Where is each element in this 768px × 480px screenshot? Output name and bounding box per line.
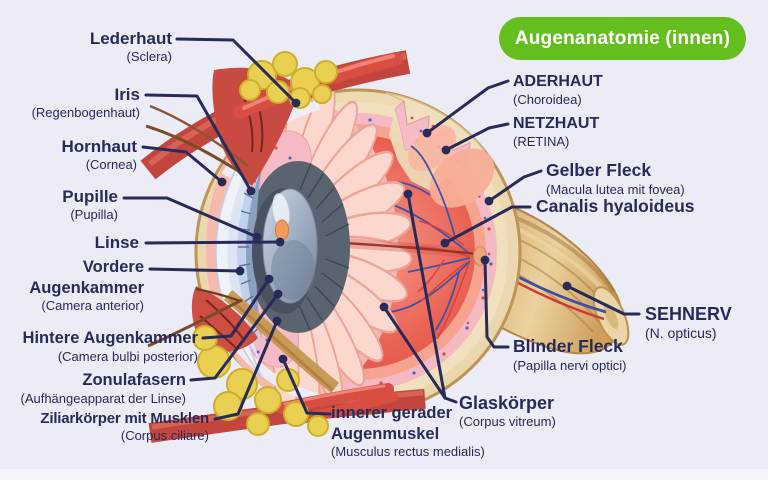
label-title-augenmuskel: innerer gerader Augenmuskel (331, 404, 453, 443)
label-sub-vordere-augenkammer: (Camera anterior) (41, 298, 144, 313)
label-sub-pupille: (Pupilla) (70, 207, 118, 222)
title-badge-label: Augenanatomie (innen) (514, 27, 731, 49)
connector-dot-iris (246, 186, 256, 196)
label-sub-hornhaut: (Cornea) (85, 157, 137, 172)
label-title-netzhaut: NETZHAUT (513, 115, 600, 132)
label-gelber-fleck: Gelber Fleck(Macula lutea mit fovea) (546, 160, 685, 198)
connector-canalis-hyaloideus (443, 205, 532, 245)
title-badge: Augenanatomie (innen) (499, 17, 746, 60)
lens (262, 188, 318, 304)
orbital-fat-upper (239, 51, 338, 109)
label-blinder-fleck: Blinder Fleck(Papilla nervi optici) (513, 336, 626, 374)
label-linse: Linse (95, 232, 139, 253)
connector-dot-vordere-augenkammer (235, 266, 245, 276)
label-lederhaut: Lederhaut(Sclera) (90, 28, 172, 65)
label-sub-ziliarkoerper: (Corpus ciliare) (120, 428, 209, 443)
label-title-gelber-fleck: Gelber Fleck (546, 160, 652, 180)
connector-iris (144, 93, 253, 193)
label-title-ziliarkoerper: Ziliarkörper mit Musklen (40, 410, 209, 427)
label-title-aderhaut: ADERHAUT (513, 73, 603, 90)
connector-vordere-augenkammer (148, 267, 242, 273)
connector-dot-hintere-augenkammer (264, 274, 274, 284)
label-title-zonulafasern: Zonulafasern (82, 371, 186, 389)
connector-dot-hornhaut (217, 177, 227, 187)
label-netzhaut: NETZHAUT (RETINA) (513, 114, 599, 150)
connector-dot-glaskoerper (403, 189, 413, 199)
vessel-strands (145, 104, 249, 348)
label-title-lederhaut: Lederhaut (89, 29, 172, 48)
connector-sehnerv (565, 284, 641, 316)
connector-netzhaut (444, 122, 510, 152)
connector-linse (144, 240, 282, 245)
connector-dot-pupille (252, 232, 262, 242)
connector-dot-ziliarkoerper (272, 316, 282, 326)
label-sub-blinder-fleck: (Papilla nervi optici) (513, 357, 627, 373)
label-vordere-augenkammer: Vordere Augenkammer(Camera anterior) (29, 257, 144, 314)
connector-zonulafasern (189, 292, 280, 382)
connector-dot-aderhaut (422, 128, 432, 138)
label-sub-aderhaut: (Choroidea) (513, 92, 582, 107)
label-iris: Iris(Regenbogenhaut) (32, 84, 140, 121)
connector-hornhaut (141, 145, 224, 184)
connector-dot-canalis-hyaloideus (440, 238, 450, 248)
connector-gelber-fleck (487, 169, 543, 203)
label-title-iris: Iris (114, 85, 140, 104)
label-sub-hintere-augenkammer: (Camera bulbi posterior) (57, 348, 198, 364)
label-sub-sehnerv: (N. opticus) (645, 325, 717, 341)
connector-aderhaut (425, 79, 510, 135)
connector-ziliarkoerper (213, 319, 279, 421)
label-title-sehnerv: SEHNERV (645, 304, 732, 324)
label-title-vordere-augenkammer: Vordere Augenkammer (29, 258, 144, 297)
connector-dot-zonulafasern (273, 289, 283, 299)
label-sub-lederhaut: (Sclera) (126, 49, 172, 64)
label-title-hintere-augenkammer: Hintere Augenkammer (22, 329, 198, 347)
label-title-canalis-hyaloideus: Canalis hyaloideus (536, 196, 695, 216)
connector-dot-glaskoerper (379, 302, 389, 312)
cutaway-wall-steps (385, 92, 495, 208)
label-pupille: Pupille(Pupilla) (62, 186, 118, 223)
lens-reflection-spot (275, 219, 289, 241)
label-title-hornhaut: Hornhaut (61, 137, 137, 156)
label-sub-netzhaut: (RETINA) (513, 134, 570, 149)
bottom-edge-highlight (0, 469, 768, 480)
connector-dot-lederhaut (291, 98, 301, 108)
label-title-blinder-fleck: Blinder Fleck (513, 336, 623, 356)
connector-dot-sehnerv (562, 281, 572, 291)
label-title-pupille: Pupille (62, 187, 118, 206)
connector-dot-gelber-fleck (484, 196, 494, 206)
label-ziliarkoerper: Ziliarkörper mit Musklen(Corpus ciliare) (40, 409, 209, 444)
label-hornhaut: Hornhaut(Cornea) (61, 136, 137, 173)
connector-dot-netzhaut (441, 145, 451, 155)
label-sub-glaskoerper: (Corpus vitreum) (459, 414, 556, 429)
connector-layer (122, 37, 641, 421)
label-zonulafasern: Zonulafasern(Aufhängeapparat der Linse) (20, 370, 186, 407)
orbital-fat-lower (192, 325, 329, 437)
label-canalis-hyaloideus: Canalis hyaloideus (536, 196, 695, 218)
connector-blinder-fleck (483, 258, 510, 349)
label-sub-gelber-fleck: (Macula lutea mit fovea) (546, 181, 685, 197)
connector-dot-linse (275, 237, 285, 247)
cornea-inner (227, 139, 262, 366)
connector-dot-augenmuskel (278, 354, 288, 364)
label-glaskoerper: Glaskörper(Corpus vitreum) (459, 392, 556, 430)
optic-nerve (481, 201, 630, 355)
label-title-linse: Linse (94, 233, 139, 252)
label-hintere-augenkammer: Hintere Augenkammer(Camera bulbi posteri… (23, 328, 198, 365)
connector-augenmuskel (281, 357, 332, 416)
connector-pupille (122, 196, 259, 239)
connector-lederhaut (175, 37, 298, 105)
label-augenmuskel: innerer gerader Augenmuskel(Musculus rec… (331, 403, 485, 460)
label-sub-iris: (Regenbogenhaut) (31, 105, 140, 120)
connector-hintere-augenkammer (201, 277, 271, 340)
connector-glaskoerper (382, 305, 447, 400)
label-sehnerv: SEHNERV(N. opticus) (645, 303, 732, 341)
connector-dot-blinder-fleck (480, 255, 490, 265)
label-title-glaskoerper: Glaskörper (459, 393, 555, 413)
label-sub-augenmuskel: (Musculus rectus medialis) (331, 444, 485, 459)
anterior-chamber (237, 153, 262, 352)
label-sub-zonulafasern: (Aufhängeapparat der Linse) (20, 390, 186, 406)
label-aderhaut: ADERHAUT (Choroidea) (513, 72, 603, 108)
